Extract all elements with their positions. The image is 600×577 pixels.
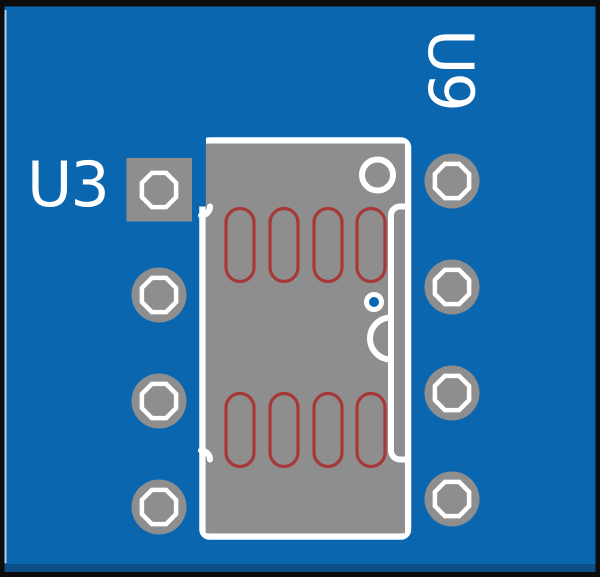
- thermal-slot[interactable]: [355, 206, 387, 284]
- thermal-slot[interactable]: [224, 206, 256, 284]
- thermal-slot[interactable]: [355, 391, 387, 469]
- ic-body: [205, 143, 405, 534]
- through-hole-pad[interactable]: [131, 373, 187, 429]
- pin1-notch-arc: [367, 314, 394, 363]
- through-hole-pad[interactable]: [424, 259, 480, 315]
- silkscreen-hook-top-left: [198, 203, 213, 219]
- thermal-slot[interactable]: [224, 391, 256, 469]
- ic-component[interactable]: [195, 134, 412, 540]
- thermal-slot[interactable]: [312, 391, 344, 469]
- through-hole-pad[interactable]: [424, 365, 480, 421]
- slot-row-top: [224, 206, 387, 284]
- silkscreen-hook-bottom-left: [198, 447, 213, 463]
- through-hole-pad[interactable]: [131, 267, 187, 323]
- through-hole-pad[interactable]: [131, 479, 187, 535]
- board-bottom-shade: [4, 564, 596, 572]
- via-dot-marker: [364, 292, 384, 312]
- silkscreen-pill-right: [388, 203, 408, 463]
- pad-column-right: [424, 153, 480, 527]
- thermal-slot[interactable]: [268, 391, 300, 469]
- thermal-slot[interactable]: [312, 206, 344, 284]
- pad-column-left: [126, 158, 193, 535]
- pin1-square-pad[interactable]: [126, 158, 193, 222]
- slot-row-bottom: [224, 391, 387, 469]
- through-hole-pad[interactable]: [424, 153, 480, 209]
- designator-u3-text[interactable]: U3: [27, 148, 110, 221]
- pin1-ring-marker: [359, 156, 396, 194]
- designator-u9-text[interactable]: U9: [414, 29, 487, 110]
- thermal-slot[interactable]: [268, 206, 300, 284]
- ic-silkscreen-outline: [199, 137, 412, 540]
- through-hole-pad[interactable]: [424, 471, 480, 527]
- outline-eraser: [195, 134, 206, 207]
